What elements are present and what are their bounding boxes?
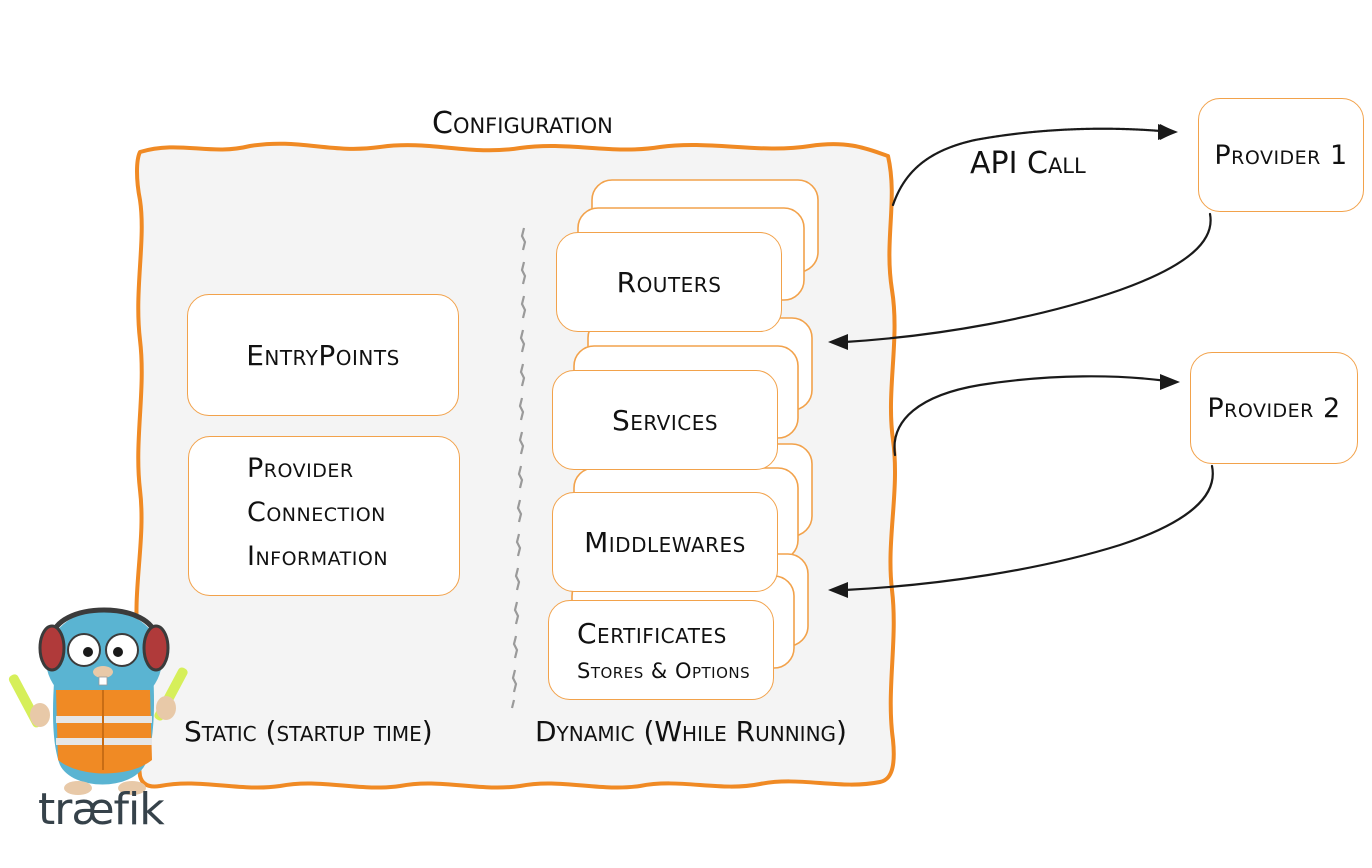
provider-2-label: Provider 2 — [1207, 392, 1341, 424]
entrypoints-label: EntryPoints — [246, 338, 400, 372]
provider-connection-line-2: Connection — [247, 497, 386, 528]
traefik-logo-text: træfik — [38, 784, 165, 835]
middlewares-label: Middlewares — [584, 525, 746, 559]
certificates-box: Certificates Stores & Options — [548, 600, 774, 700]
certificates-title: Certificates — [577, 617, 727, 650]
middlewares-box: Middlewares — [552, 492, 778, 592]
configuration-title: Configuration — [432, 106, 613, 141]
entrypoints-box: EntryPoints — [187, 294, 459, 416]
provider-2-box: Provider 2 — [1190, 352, 1358, 464]
services-box: Services — [552, 370, 778, 470]
provider-1-label: Provider 1 — [1214, 139, 1348, 171]
routers-label: Routers — [616, 265, 722, 299]
provider-1-box: Provider 1 — [1198, 98, 1364, 212]
provider-connection-line-3: Information — [247, 541, 389, 572]
routers-box: Routers — [556, 232, 782, 332]
dynamic-label: Dynamic (While Running) — [535, 715, 847, 748]
static-label: Static (startup time) — [184, 715, 433, 748]
api-call-arrows — [828, 124, 1214, 598]
static-dynamic-separator — [510, 227, 527, 709]
api-call-label: API Call — [970, 146, 1086, 181]
provider-connection-line-1: Provider — [247, 453, 354, 484]
certificates-subtitle: Stores & Options — [577, 659, 751, 683]
provider-connection-box: Provider Connection Information — [188, 436, 460, 596]
services-label: Services — [611, 403, 719, 437]
gopher-mascot — [8, 607, 188, 795]
